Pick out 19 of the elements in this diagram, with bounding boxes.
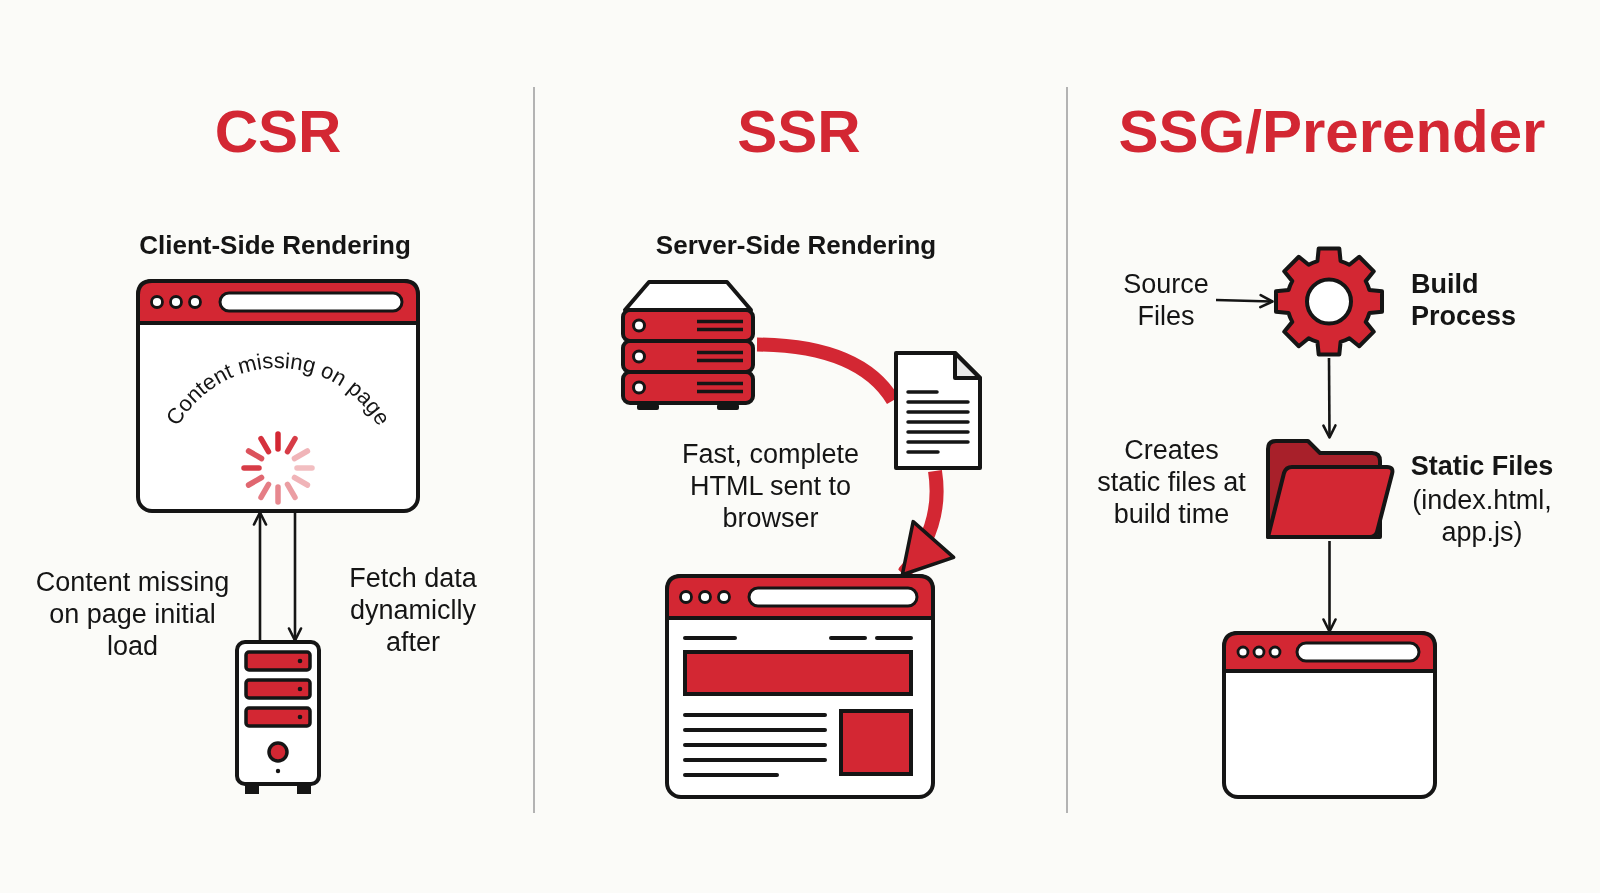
section-subtitle: Server-Side Rendering [655,230,937,261]
gear-icon [1272,245,1386,358]
node-caption: (index.html, app.js) [1411,484,1553,548]
node-caption: Static Files [1409,450,1555,482]
arrow [1215,293,1274,309]
document-icon [893,350,983,471]
node-label: Source Files [1116,268,1216,332]
section-title: SSG/Prerender [1118,98,1546,166]
arrow [252,511,268,640]
server-tower-icon [235,640,321,796]
section-title: CSR [214,98,342,166]
arrow [1322,541,1337,633]
arrow [1322,358,1337,439]
node-caption: Build Process [1411,268,1518,332]
node-caption: Creates static files at build time [1096,434,1247,530]
section-title: SSR [737,98,861,166]
server-rack-icon [619,278,757,411]
section-subtitle: Client-Side Rendering [139,230,411,261]
arrow [287,513,303,642]
